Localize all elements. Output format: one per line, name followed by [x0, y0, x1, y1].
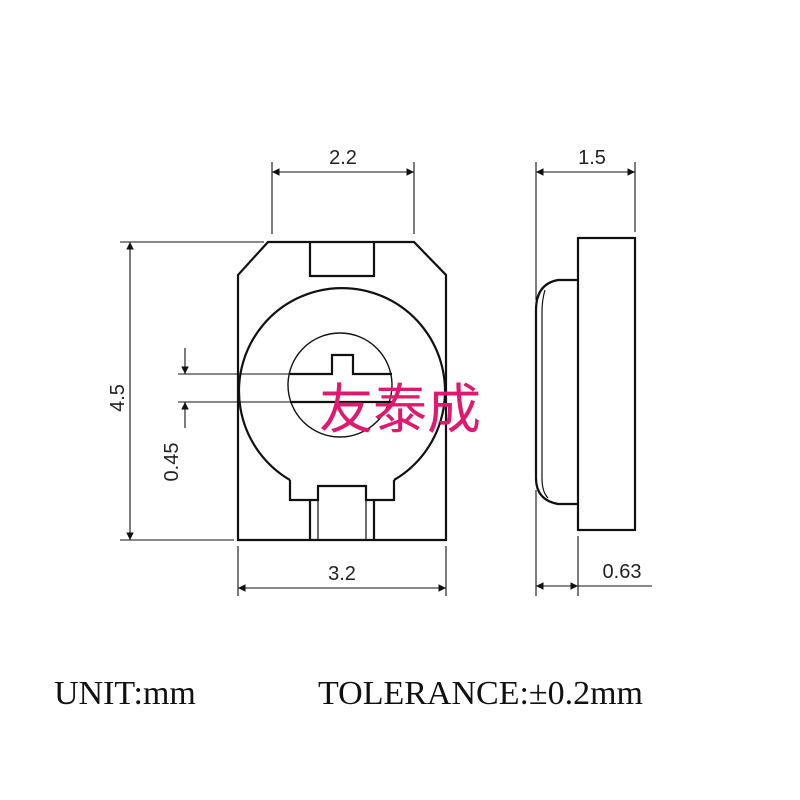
dim-label-side-thickness: 1.5	[578, 147, 606, 169]
side-view	[534, 236, 637, 532]
side-body	[576, 236, 637, 532]
inner-circle	[287, 332, 393, 438]
dim-label-top-width: 2.2	[329, 147, 357, 169]
rotor-base-cutout	[288, 480, 396, 502]
side-knob-inner	[541, 289, 549, 499]
terminal-gap	[317, 500, 367, 540]
dim-label-height: 4.5	[107, 384, 129, 412]
dim-label-slot-width: 0.45	[161, 443, 183, 482]
unit-label: UNIT:mm	[54, 675, 196, 712]
front-body-outline	[236, 240, 448, 542]
front-view	[236, 240, 448, 542]
adjust-slot	[290, 353, 392, 404]
top-tab	[308, 242, 376, 278]
side-knob	[534, 278, 578, 506]
side-dimensions	[535, 162, 652, 596]
bottom-terminal	[308, 500, 376, 540]
dim-label-side-offset: 0.63	[603, 561, 642, 583]
dim-label-bottom-width: 3.2	[328, 563, 356, 585]
front-dimensions	[120, 162, 447, 596]
tolerance-label: TOLERANCE:±0.2mm	[318, 675, 643, 712]
rotor-ring	[237, 286, 447, 481]
watermark-text: 友泰成	[319, 378, 481, 441]
